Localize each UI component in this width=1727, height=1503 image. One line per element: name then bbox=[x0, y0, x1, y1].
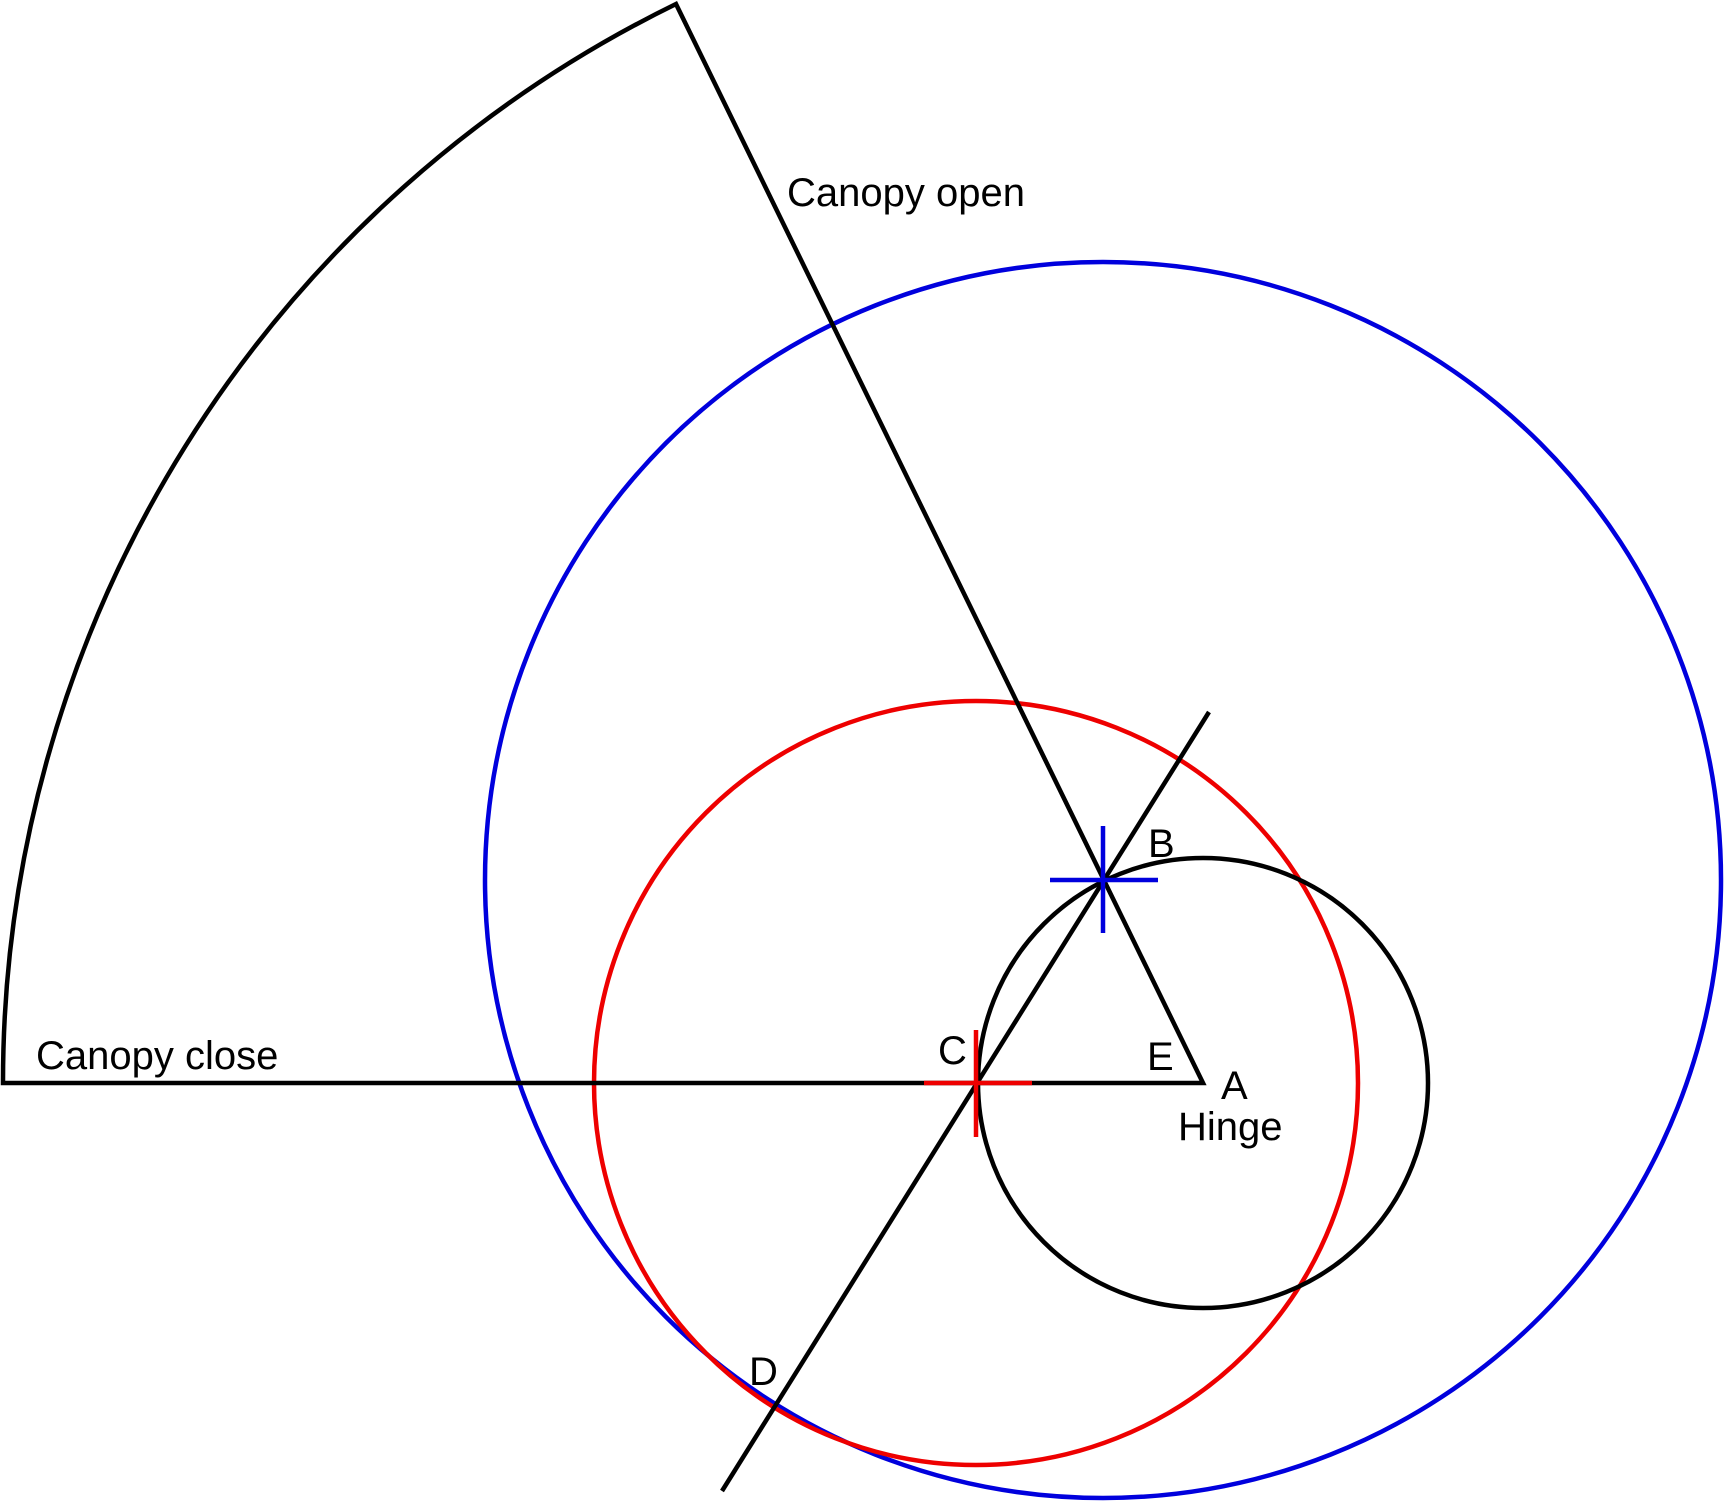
label-hinge: Hinge bbox=[1178, 1105, 1283, 1149]
label-canopy-close: Canopy close bbox=[36, 1034, 278, 1078]
canopy-sector-outline bbox=[0, 0, 1207, 1086]
label-point-d: D bbox=[749, 1350, 778, 1394]
blue-circle bbox=[482, 259, 1724, 1501]
label-point-b: B bbox=[1148, 822, 1175, 866]
label-point-e: E bbox=[1147, 1035, 1174, 1079]
label-canopy-open: Canopy open bbox=[787, 171, 1025, 215]
label-point-a: A bbox=[1221, 1064, 1248, 1108]
label-point-c: C bbox=[938, 1029, 967, 1073]
line-d-c-b bbox=[720, 710, 1211, 1493]
